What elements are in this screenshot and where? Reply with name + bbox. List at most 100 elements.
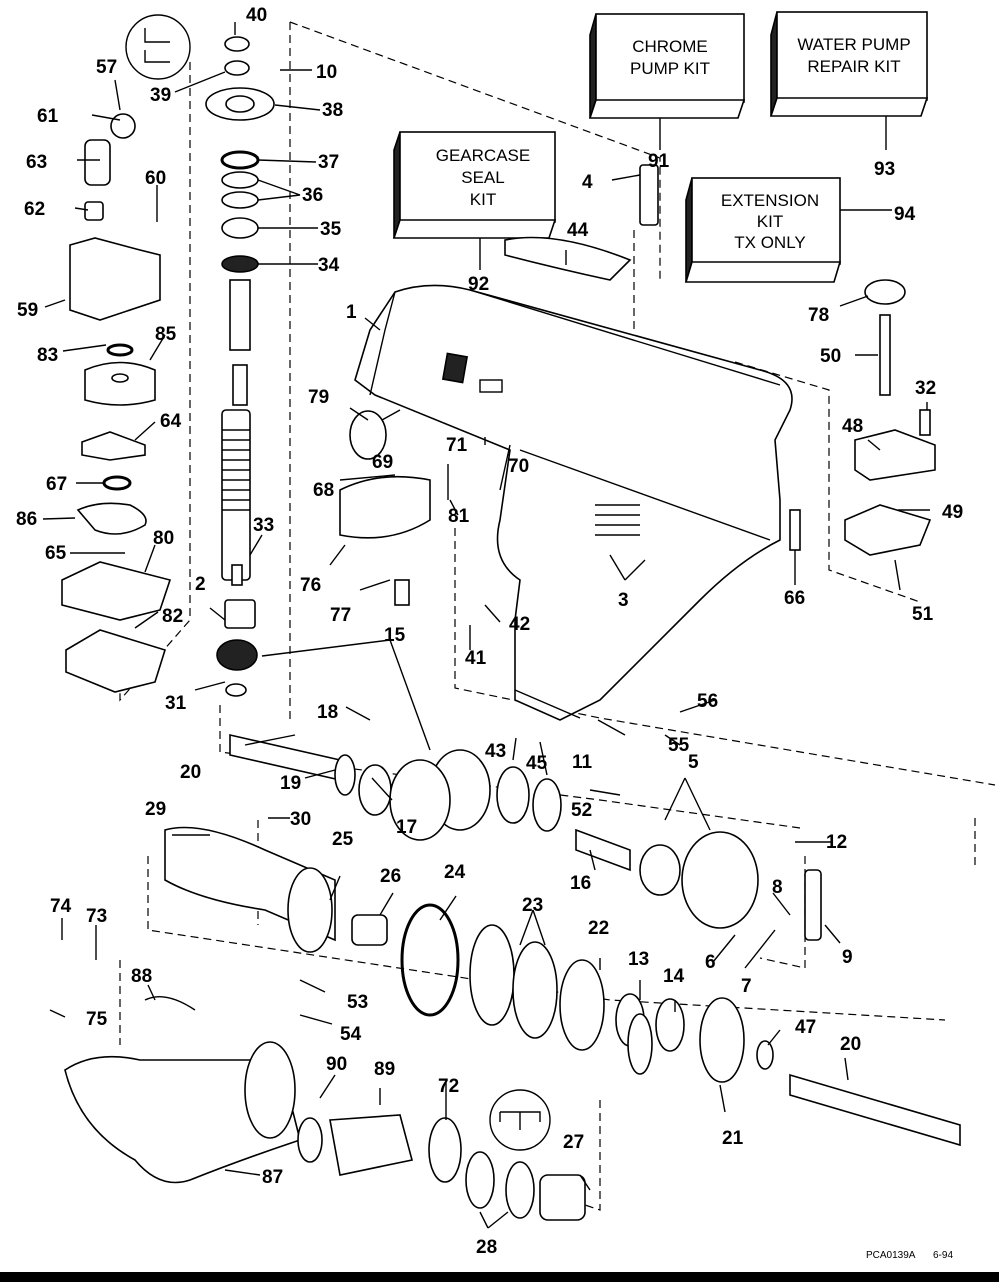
callout-54[interactable]: 54 <box>340 1024 362 1045</box>
callout-11[interactable]: 11 <box>572 752 593 773</box>
callout-65[interactable]: 65 <box>45 543 67 564</box>
callout-20a[interactable]: 20 <box>180 762 201 783</box>
callout-20b[interactable]: 20 <box>840 1034 861 1055</box>
callout-67[interactable]: 67 <box>46 474 67 495</box>
callout-19[interactable]: 19 <box>280 773 301 794</box>
callout-80[interactable]: 80 <box>153 528 174 549</box>
callout-36[interactable]: 36 <box>302 185 323 206</box>
callout-17[interactable]: 17 <box>396 817 417 838</box>
callout-77[interactable]: 77 <box>330 605 351 626</box>
callout-85[interactable]: 85 <box>155 324 177 345</box>
callout-87[interactable]: 87 <box>262 1167 283 1188</box>
callout-9[interactable]: 9 <box>842 947 853 968</box>
callout-16[interactable]: 16 <box>570 873 591 894</box>
callout-34[interactable]: 34 <box>318 255 340 276</box>
callout-83[interactable]: 83 <box>37 345 58 366</box>
callout-78[interactable]: 78 <box>808 305 829 326</box>
callout-31[interactable]: 31 <box>165 693 187 714</box>
callout-60[interactable]: 60 <box>145 168 166 189</box>
callout-1[interactable]: 1 <box>346 302 357 323</box>
callout-49[interactable]: 49 <box>942 502 963 523</box>
callout-68[interactable]: 68 <box>313 480 334 501</box>
kit-box-gearcase-seal[interactable]: GEARCASE SEAL KIT <box>392 131 557 239</box>
callout-40[interactable]: 40 <box>246 5 267 26</box>
callout-81[interactable]: 81 <box>448 506 470 527</box>
callout-70[interactable]: 70 <box>508 456 529 477</box>
callout-48[interactable]: 48 <box>842 416 863 437</box>
callout-24[interactable]: 24 <box>444 862 466 883</box>
callout-41[interactable]: 41 <box>465 648 487 669</box>
callout-26[interactable]: 26 <box>380 866 401 887</box>
callout-4[interactable]: 4 <box>582 172 593 193</box>
callout-7[interactable]: 7 <box>741 976 752 997</box>
callout-51[interactable]: 51 <box>912 604 934 625</box>
callout-33[interactable]: 33 <box>253 515 274 536</box>
callout-15[interactable]: 15 <box>384 625 406 646</box>
callout-82[interactable]: 82 <box>162 606 183 627</box>
callout-45[interactable]: 45 <box>526 753 548 774</box>
callout-10[interactable]: 10 <box>316 62 337 83</box>
callout-47[interactable]: 47 <box>795 1017 816 1038</box>
callout-39[interactable]: 39 <box>150 85 171 106</box>
kit-box-extension-tx[interactable]: EXTENSION KIT TX ONLY <box>684 177 842 283</box>
callout-12[interactable]: 12 <box>826 832 847 853</box>
callout-18[interactable]: 18 <box>317 702 338 723</box>
callout-57[interactable]: 57 <box>96 57 117 78</box>
callout-27[interactable]: 27 <box>563 1132 584 1153</box>
callout-2[interactable]: 2 <box>195 574 206 595</box>
kit-box-water-pump-repair[interactable]: WATER PUMP REPAIR KIT <box>769 11 929 117</box>
propeller-shaft[interactable] <box>789 1073 961 1147</box>
callout-35[interactable]: 35 <box>320 219 342 240</box>
callout-69[interactable]: 69 <box>372 452 393 473</box>
propeller[interactable] <box>64 996 301 1184</box>
callout-74[interactable]: 74 <box>50 896 72 917</box>
callout-43[interactable]: 43 <box>485 741 506 762</box>
callout-62[interactable]: 62 <box>24 199 45 220</box>
callout-90[interactable]: 90 <box>326 1054 347 1075</box>
callout-94[interactable]: 94 <box>894 204 916 225</box>
callout-30[interactable]: 30 <box>290 809 311 830</box>
callout-3[interactable]: 3 <box>618 590 629 611</box>
callout-88[interactable]: 88 <box>131 966 152 987</box>
callout-6[interactable]: 6 <box>705 952 716 973</box>
callout-13[interactable]: 13 <box>628 949 649 970</box>
callout-8[interactable]: 8 <box>772 877 783 898</box>
callout-72[interactable]: 72 <box>438 1076 459 1097</box>
callout-59[interactable]: 59 <box>17 300 38 321</box>
callout-66[interactable]: 66 <box>784 588 805 609</box>
callout-89[interactable]: 89 <box>374 1059 395 1080</box>
kit-box-chrome-pump[interactable]: CHROME PUMP KIT <box>588 13 746 119</box>
callout-79[interactable]: 79 <box>308 387 329 408</box>
callout-92[interactable]: 92 <box>468 274 489 295</box>
callout-52[interactable]: 52 <box>571 800 592 821</box>
callout-53[interactable]: 53 <box>347 992 368 1013</box>
callout-5[interactable]: 5 <box>688 752 699 773</box>
callout-25[interactable]: 25 <box>332 829 354 850</box>
callout-44[interactable]: 44 <box>567 220 589 241</box>
callout-73[interactable]: 73 <box>86 906 107 927</box>
callout-42[interactable]: 42 <box>509 614 530 635</box>
callout-37[interactable]: 37 <box>318 152 339 173</box>
callout-22[interactable]: 22 <box>588 918 609 939</box>
callout-91[interactable]: 91 <box>648 151 670 172</box>
callout-76[interactable]: 76 <box>300 575 321 596</box>
callout-93[interactable]: 93 <box>874 159 895 180</box>
callout-61[interactable]: 61 <box>37 106 59 127</box>
callout-29[interactable]: 29 <box>145 799 166 820</box>
callout-14[interactable]: 14 <box>663 966 685 987</box>
callout-86[interactable]: 86 <box>16 509 37 530</box>
callout-21[interactable]: 21 <box>722 1128 744 1149</box>
gearcase-housing[interactable] <box>354 284 793 721</box>
callout-32[interactable]: 32 <box>915 378 936 399</box>
callout-38[interactable]: 38 <box>322 100 343 121</box>
callout-23[interactable]: 23 <box>522 895 543 916</box>
callout-56[interactable]: 56 <box>697 691 718 712</box>
callout-28[interactable]: 28 <box>476 1237 497 1258</box>
callout-63[interactable]: 63 <box>26 152 47 173</box>
callout-71[interactable]: 71 <box>446 435 468 456</box>
callout-75[interactable]: 75 <box>86 1009 108 1030</box>
callout-55[interactable]: 55 <box>668 735 690 756</box>
driveshaft[interactable] <box>216 279 258 697</box>
callout-50[interactable]: 50 <box>820 346 841 367</box>
callout-64[interactable]: 64 <box>160 411 182 432</box>
